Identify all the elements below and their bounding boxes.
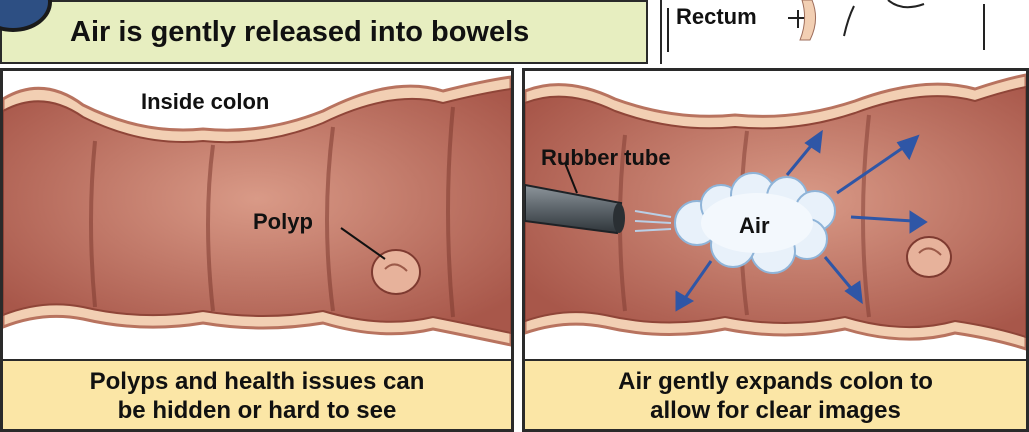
step-header: Air is gently released into bowels [0, 0, 648, 64]
left-caption-line1: Polyps and health issues can [3, 367, 511, 396]
polyp-right [907, 237, 951, 277]
left-caption: Polyps and health issues can be hidden o… [3, 359, 511, 429]
rectum-label: Rectum [676, 4, 757, 30]
panel-air-expands: Rubber tube Air Air gently expands colon… [522, 68, 1029, 432]
header-title: Air is gently released into bowels [70, 16, 529, 49]
right-caption-line2: allow for clear images [525, 396, 1026, 425]
step-number-badge [0, 0, 52, 32]
polyp-label: Polyp [253, 209, 313, 235]
polyp-left [372, 250, 420, 294]
air-label: Air [739, 213, 770, 239]
panel-inside-colon: Inside colon Polyp Polyps and health iss… [0, 68, 514, 432]
right-caption: Air gently expands colon to allow for cl… [525, 359, 1026, 429]
colon-illustration-right [525, 71, 1026, 361]
rubber-tube-label: Rubber tube [541, 145, 671, 171]
right-caption-line1: Air gently expands colon to [525, 367, 1026, 396]
inside-colon-title: Inside colon [141, 89, 269, 115]
left-caption-line2: be hidden or hard to see [3, 396, 511, 425]
